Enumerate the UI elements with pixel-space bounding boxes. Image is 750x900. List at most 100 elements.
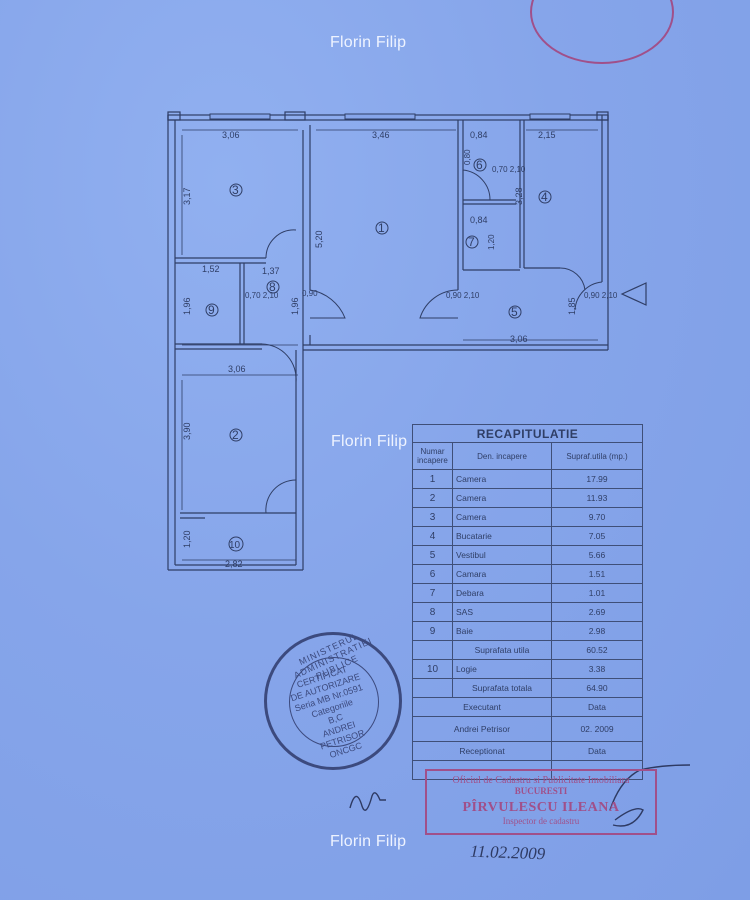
room-number: 2 [412,488,453,508]
room-area: 1.01 [551,583,643,603]
cadastre-city: BUCURESTI [514,786,568,796]
room-number: 8 [412,602,453,622]
entrance-arrow [620,282,647,306]
logia-number: 10 [412,659,453,679]
room-name: Camera [452,469,552,489]
executant-name: Andrei Petrisor [412,716,552,742]
room-7-label: 7 [468,235,475,249]
room-name: Vestibul [452,545,552,565]
total-area-value: 64.90 [551,678,643,698]
cadastre-office: Oficiul de Cadastru si Publicitate Imobi… [452,775,630,786]
dim-label: 0,90 [302,289,318,298]
col-header-area: Supraf.utila (mp.) [551,442,643,470]
room-6-label: 6 [476,158,483,172]
col-header-number: Numar incapere [412,442,453,470]
doors [261,169,603,514]
dim-label: 3,06 [228,364,246,374]
room-name: Debara [452,583,552,603]
dim-label: 2,15 [538,130,556,140]
room-area: 11.93 [551,488,643,508]
dim-label: 3,28 [514,187,524,205]
room-area: 9.70 [551,507,643,527]
useful-area-label: Suprafata utila [452,640,552,660]
room-number: 7 [412,583,453,603]
room-8-label: 8 [269,280,276,294]
dim-label: 3,17 [182,187,192,205]
room-3-label: 3 [232,183,239,197]
dim-label: 0,80 [463,149,472,165]
room-area: 2.69 [551,602,643,622]
room-number: 4 [412,526,453,546]
room-number: 9 [412,621,453,641]
room-name: Camera [452,488,552,508]
recap-table: RECAPITULATIE Numar incapere Den. incape… [412,424,643,780]
dim-label: 2,82 [225,559,243,569]
logia-name: Logie [452,659,552,679]
col-header-name: Den. incapere [452,442,552,470]
watermark-top: Florin Filip [330,34,407,51]
dim-label: 0,70 2,10 [492,165,526,174]
room-2-label: 2 [232,428,239,442]
windows [209,113,571,120]
total-area-label: Suprafata totala [452,678,552,698]
room-10-label: 10 [229,540,241,551]
logia-area: 3.38 [551,659,643,679]
dim-label: 0,84 [470,130,488,140]
room-name: Baie [452,621,552,641]
dim-label: 0,70 2,10 [245,291,279,300]
receptionat-data-label: Data [551,741,643,761]
room-number: 1 [412,469,453,489]
room-1-label: 1 [378,221,385,235]
watermark-middle: Florin Filip [331,433,408,450]
room-9-label: 9 [208,303,215,317]
dim-label: 0,90 2,10 [446,291,480,300]
executant-data-label: Data [551,697,643,717]
receptionat-label: Receptionat [412,741,552,761]
room-name: Camera [452,507,552,527]
room-area: 5.66 [551,545,643,565]
dim-label: 1,96 [182,297,192,315]
room-5-label: 5 [511,305,518,319]
dim-label: 1,85 [567,297,577,315]
room-number: 3 [412,507,453,527]
dim-label: 5,20 [314,230,324,248]
executant-label: Executant [412,697,552,717]
authorization-stamp: MINISTERUL ADMINISTRATIEI PUBLICE [264,631,402,770]
dim-label: 3,46 [372,130,390,140]
dim-label: 3,06 [510,334,528,344]
executant-date: 02. 2009 [551,716,643,742]
useful-area-value: 60.52 [551,640,643,660]
room-name: SAS [452,602,552,622]
dim-label: 1,52 [202,264,220,274]
room-number: 5 [412,545,453,565]
dimension-lines [181,129,598,561]
handwritten-date: 11.02.2009 [469,841,546,864]
room-number: 6 [412,564,453,584]
dim-label: 1,20 [487,234,496,250]
dim-label: 1,20 [182,530,192,548]
recap-title: RECAPITULATIE [412,424,643,443]
dim-label: 3,06 [222,130,240,140]
dim-label: 1,96 [290,297,300,315]
room-name: Bucatarie [452,526,552,546]
room-name: Camara [452,564,552,584]
room-area: 17.99 [551,469,643,489]
signature-executant [349,792,386,811]
cadastre-stamp: Oficiul de Cadastru si Publicitate Imobi… [425,769,657,835]
inspector-name: PÎRVULESCU ILEANA [462,800,620,815]
dim-label: 0,90 2,10 [584,291,618,300]
watermark-bottom: Florin Filip [330,833,407,850]
inspector-title: Inspector de cadastru [502,816,580,826]
room-area: 1.51 [551,564,643,584]
